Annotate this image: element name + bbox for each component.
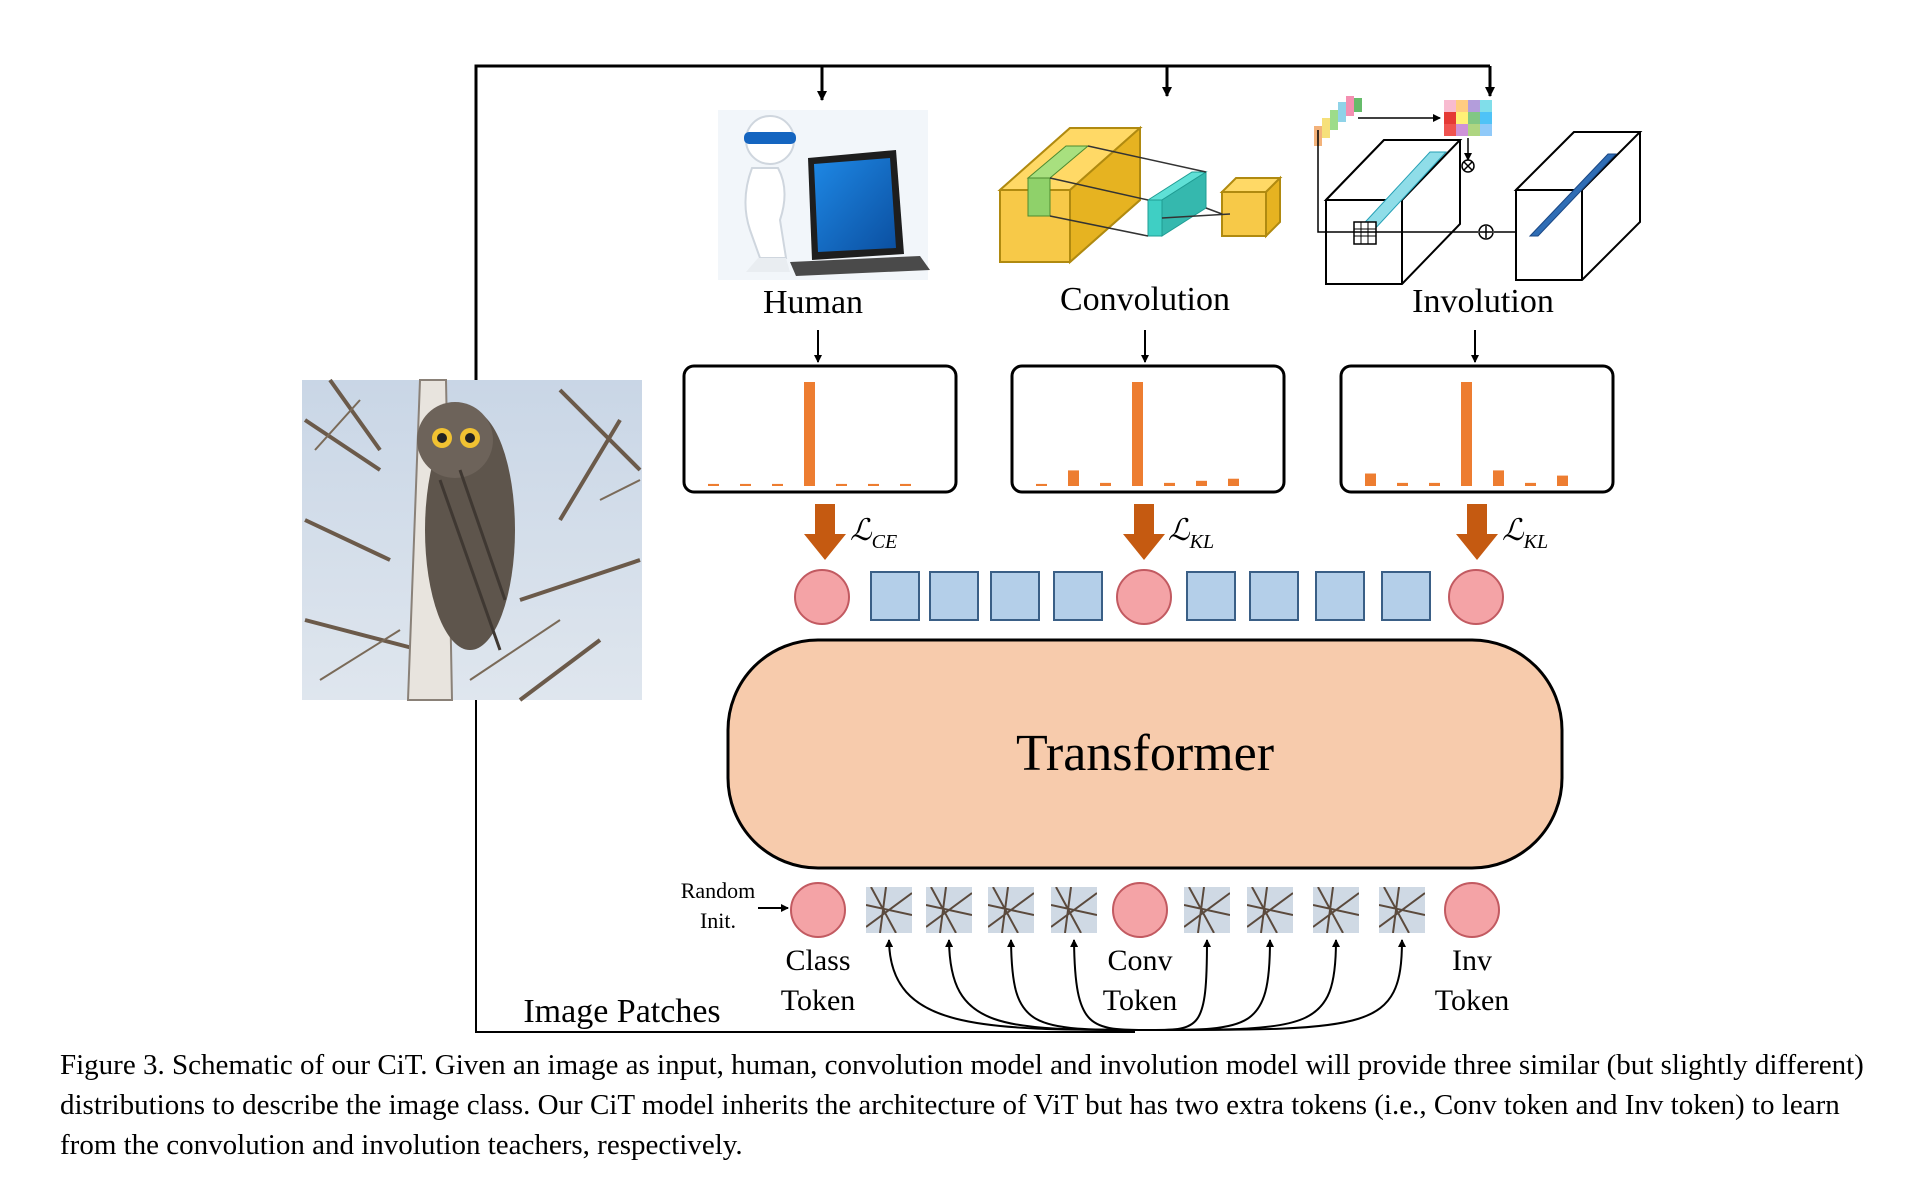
image-patch [926,887,972,933]
distribution-bar [1100,482,1111,486]
input-token-row [790,882,1500,938]
distribution-bar [1068,470,1079,486]
transformer-label: Transformer [1016,725,1274,782]
image-patch [1051,887,1097,933]
output-patch-token [990,571,1040,621]
distribution-bar [1461,382,1472,486]
convolution-cube-icon [997,125,1283,265]
output-patch-token [1315,571,1365,621]
involution-cube-icon [1314,96,1643,285]
output-patch-token [1249,571,1299,621]
distribution-bar [1036,483,1047,486]
output-token-row [794,569,1504,625]
image-patches-label: Image Patches [523,993,720,1030]
distribution-bar [1228,478,1239,486]
image-patch [1313,887,1359,933]
conv-token-label: Conv [1107,944,1172,977]
output-class-token [794,569,850,625]
input-inv-token [1444,882,1500,938]
distribution-bar [1429,482,1440,486]
distribution-bar [708,483,719,486]
distribution-bar [868,483,879,486]
inv-token-label: Token [1435,984,1510,1017]
distribution-bar [1132,382,1143,486]
loss-arrow-kl-inv [1456,504,1498,560]
teacher-label-convolution: Convolution [1060,281,1230,318]
patch-fan-arrows [885,939,1406,1031]
output-conv-token [1116,569,1172,625]
inv-token-label: Inv [1452,944,1492,977]
loss-label-ce: ℒCE [850,514,897,553]
class-token-label: Token [781,984,856,1017]
distribution-bar [1493,470,1504,486]
image-patch [1247,887,1293,933]
loss-label-kl-conv: ℒKL [1168,514,1214,553]
loss-label-kl-inv: ℒKL [1502,514,1548,553]
distribution-bars-involution [1365,382,1568,486]
output-patch-token [1053,571,1103,621]
output-inv-token [1448,569,1504,625]
input-class-token [790,882,846,938]
distribution-box-convolution [1010,364,1286,494]
figure-caption: Figure 3. Schematic of our CiT. Given an… [60,1049,1864,1161]
random-init-label: Random [681,878,756,903]
distribution-bar [900,483,911,486]
class-token-label: Class [785,944,850,977]
image-patch [1379,887,1425,933]
owl-photo [302,378,642,702]
distribution-bar [740,483,751,486]
conv-token-label: Token [1103,984,1178,1017]
distribution-bar [1196,480,1207,486]
input-conv-token [1112,882,1168,938]
transformer-block [726,638,1564,870]
distribution-bar [772,483,783,486]
image-patch [988,887,1034,933]
distribution-bar [1365,473,1376,486]
distribution-bars-human [708,382,911,486]
input-routing-lines [474,64,1495,1033]
distribution-box-involution [1339,364,1615,494]
human-laptop-icon [718,110,930,280]
output-patch-token [870,571,920,621]
random-init-label: Init. [700,908,736,933]
teacher-label-involution: Involution [1412,283,1554,320]
teacher-label-human: Human [763,284,863,321]
loss-arrow-kl-conv [1123,504,1165,560]
distribution-bar [1525,482,1536,486]
loss-arrow-ce [804,504,846,560]
output-patch-token [1381,571,1431,621]
image-patch [1184,887,1230,933]
distribution-bar [804,382,815,486]
distribution-bar [1557,475,1568,486]
distribution-box-human [682,364,958,494]
distribution-bar [1397,482,1408,486]
distribution-bars-convolution [1036,382,1239,486]
distribution-bar [836,483,847,486]
label-to-distribution-arrows [814,330,1479,363]
image-patch [866,887,912,933]
output-patch-token [1186,571,1236,621]
distribution-bar [1164,482,1175,486]
output-patch-token [929,571,979,621]
